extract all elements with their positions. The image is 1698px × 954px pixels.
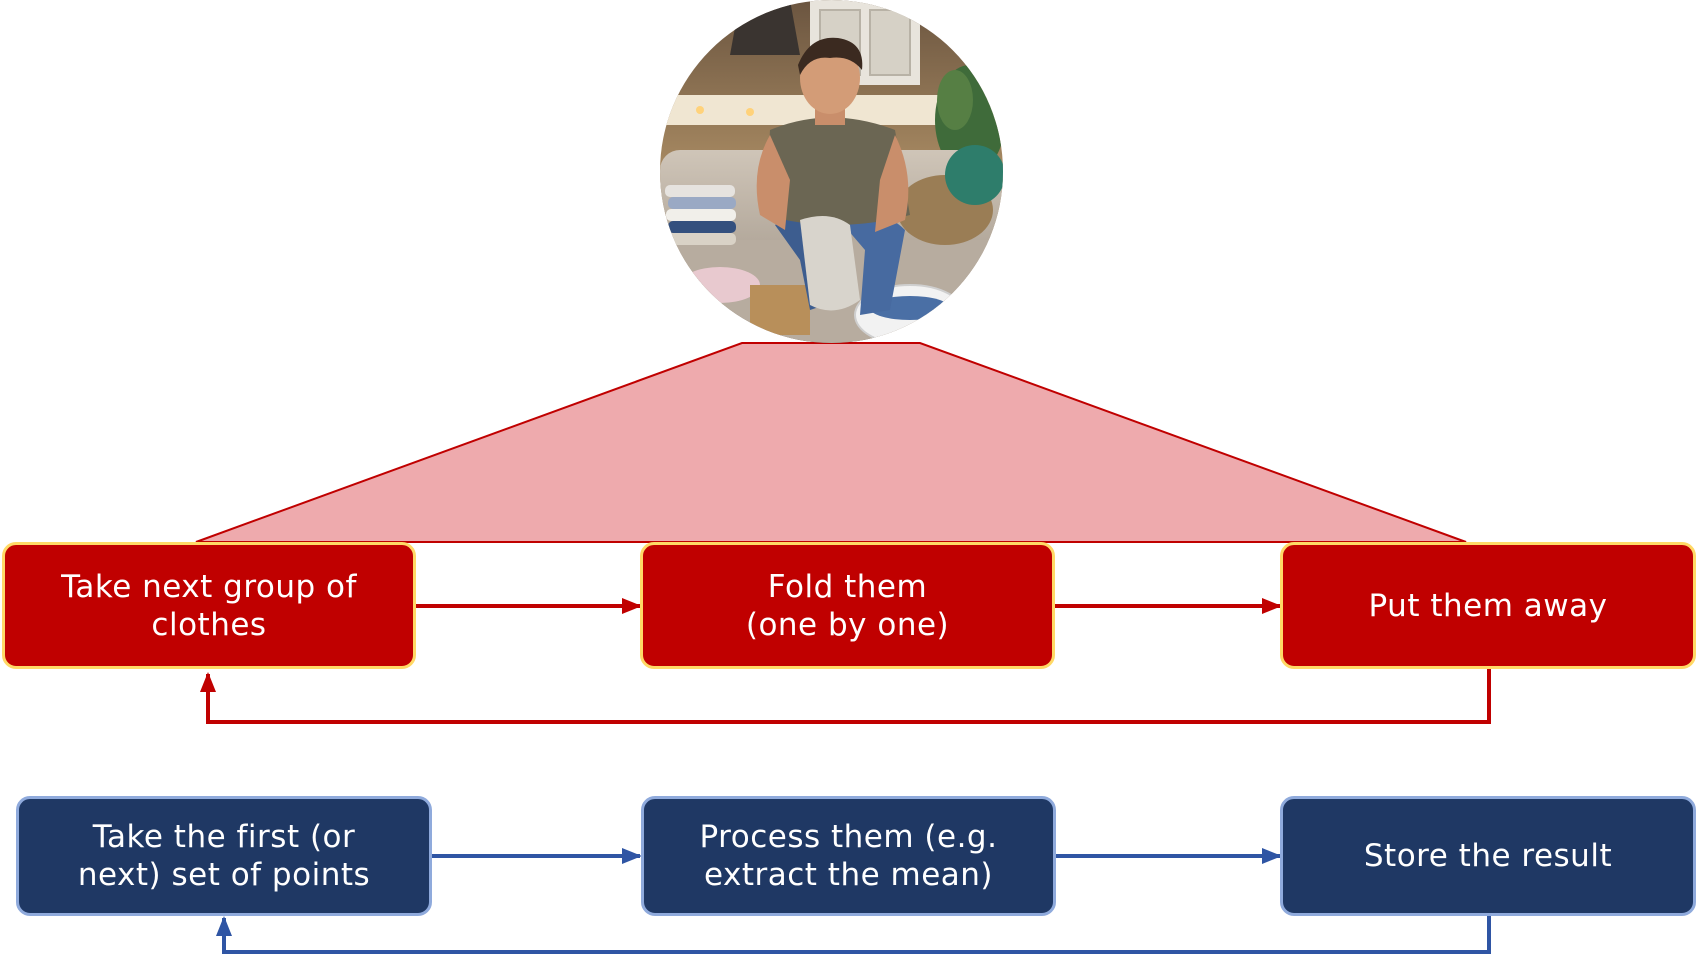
arrow-red-loop-back — [200, 668, 1491, 724]
step-put-away-box: Put them away — [1280, 542, 1696, 669]
step-take-clothes-box: Take next group of clothes — [2, 542, 416, 669]
person-folding-laundry-photo — [660, 0, 1003, 343]
step-process-box: Process them (e.g. extract the mean) — [641, 796, 1056, 916]
arrow-blue-loop-back — [216, 916, 1491, 954]
step-fold-clothes-box: Fold them (one by one) — [640, 542, 1055, 669]
step-store-result-box: Store the result — [1280, 796, 1696, 916]
zoom-wedge — [195, 342, 1467, 543]
step-take-points-box: Take the first (or next) set of points — [16, 796, 432, 916]
